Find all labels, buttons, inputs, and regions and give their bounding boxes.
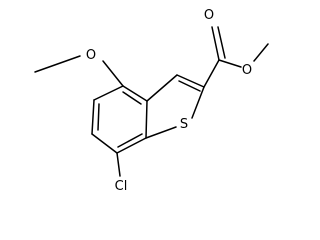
methoxy-oxygen-label: O xyxy=(86,48,96,63)
sulfur-label: S xyxy=(180,117,188,132)
thiophene-ring xyxy=(145,74,205,139)
chemical-structure: O O O S Cl xyxy=(34,8,269,194)
chloro-bond xyxy=(116,152,121,177)
carbonyl-oxygen-label: O xyxy=(204,8,214,23)
ester-oxygen-label: O xyxy=(242,63,252,78)
benzene-ring xyxy=(91,85,148,154)
chlorine-label: Cl xyxy=(115,179,128,194)
methoxy-group xyxy=(34,55,124,87)
ester-group xyxy=(203,26,269,88)
